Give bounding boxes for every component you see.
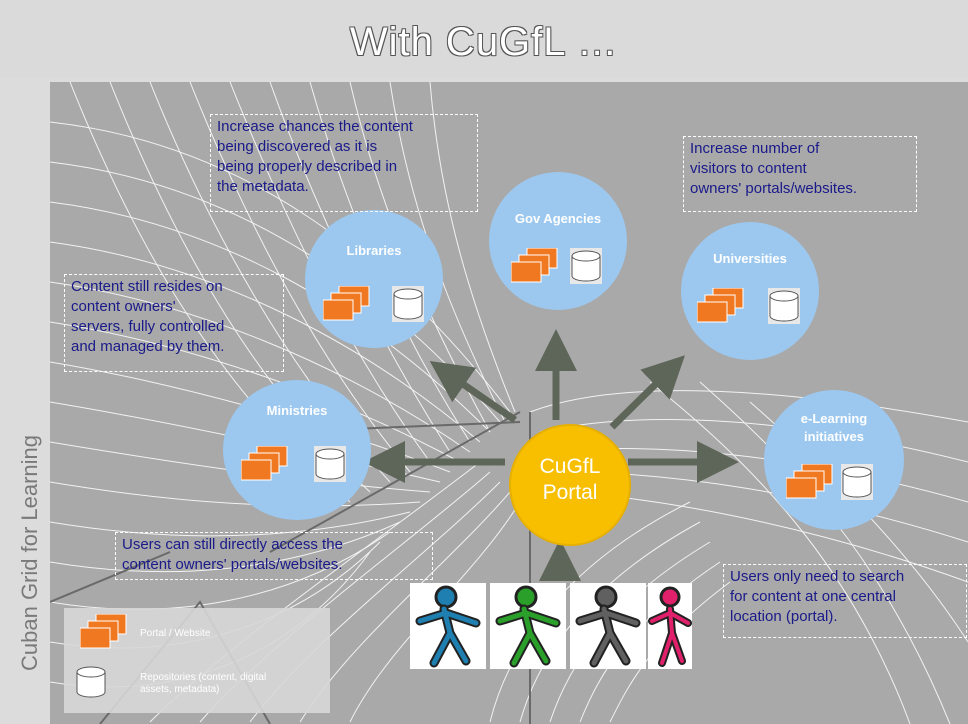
note-line: the metadata. [217, 178, 309, 195]
node-gov-agencies: Gov Agencies [489, 172, 627, 310]
title-bar: With CuGfL … [0, 0, 968, 78]
node-libraries: Libraries [305, 210, 443, 348]
portal-icon [323, 286, 370, 321]
node-elearning-label-1: e-Learning [800, 411, 868, 426]
note-line: Increase chances the content [217, 118, 413, 135]
legend-portal-icon [80, 614, 127, 649]
arrow-to-libraries [429, 361, 517, 423]
note-line: being discovered as it is [217, 138, 378, 155]
node-universities-label: Universities [713, 251, 787, 266]
note-line: and managed by them. [71, 338, 225, 355]
legend-repository-label-2: assets, metadata) [140, 684, 220, 695]
user-figure-gray [570, 583, 646, 669]
node-elearning-label-2: initiatives [804, 429, 864, 444]
note-line: being properly described in [217, 158, 398, 175]
repository-icon [841, 464, 873, 500]
legend-portal-label: Portal / Website [140, 628, 211, 639]
legend: Portal / Website Repositories (content, … [64, 608, 330, 713]
note-visitors: Increase number of visitors to content o… [683, 136, 917, 212]
node-ministries: Ministries [223, 380, 371, 520]
portal-icon [511, 248, 558, 283]
note-line: Users only need to search [730, 568, 905, 585]
note-line: visitors to content [690, 160, 807, 177]
user-figure-pink [648, 583, 692, 669]
portal-icon [697, 288, 744, 323]
legend-repository-label-1: Repositories (content, digital [140, 672, 267, 683]
note-line: Increase number of [690, 140, 820, 157]
legend-repository-icon [76, 666, 106, 698]
note-line: content owners' portals/websites. [122, 556, 343, 573]
hub-cugfl-portal: CuGfL Portal [509, 424, 631, 546]
node-elearning: e-Learning initiatives [764, 390, 904, 530]
repository-icon [768, 288, 800, 324]
arrow-to-universities [609, 355, 685, 430]
note-line: Users can still directly access the [122, 536, 343, 553]
node-libraries-label: Libraries [346, 243, 402, 258]
portal-icon [241, 446, 288, 481]
note-search: Users only need to search for content at… [723, 564, 967, 638]
note-line: location (portal). [730, 608, 838, 625]
note-resides: Content still resides on content owners'… [64, 274, 284, 372]
node-ministries-label: Ministries [266, 403, 328, 418]
node-gov-agencies-label: Gov Agencies [514, 211, 602, 226]
repository-icon [314, 446, 346, 482]
note-line: for content at one central [730, 588, 896, 605]
slide-title: With CuGfL … [349, 20, 619, 64]
note-line: owners' portals/websites. [690, 180, 858, 197]
node-universities: Universities [681, 222, 819, 360]
hub-label-2: Portal [542, 481, 598, 504]
user-figure-blue [410, 583, 486, 669]
note-line: content owners' [71, 298, 176, 315]
repository-icon [570, 248, 602, 284]
repository-icon [392, 286, 424, 322]
note-discovery: Increase chances the content being disco… [210, 114, 478, 212]
note-direct-access: Users can still directly access the cont… [115, 532, 433, 580]
hub-label-1: CuGfL [539, 455, 601, 478]
note-line: servers, fully controlled [71, 318, 225, 335]
note-line: Content still resides on [71, 278, 223, 295]
users-group [410, 583, 692, 669]
user-figure-green [490, 583, 566, 669]
portal-icon [786, 464, 833, 499]
